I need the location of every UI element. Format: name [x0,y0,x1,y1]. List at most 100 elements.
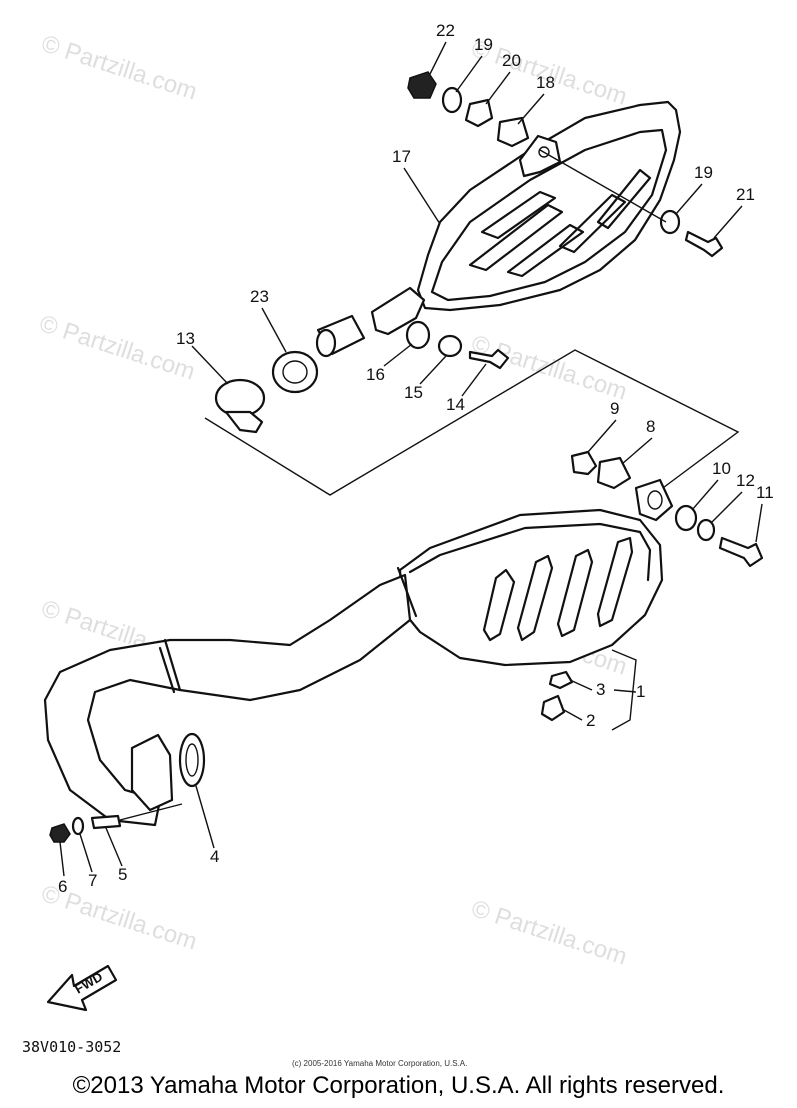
callout-22: 22 [436,21,455,40]
washer-10 [674,504,698,532]
silencer-inner-outline [430,128,668,302]
muffler-bracket-hole [647,490,663,510]
leader-19 [675,183,703,215]
callout-16: 16 [366,365,385,384]
leader-12 [711,491,743,523]
pipe-joint-ring [158,646,176,694]
callout-7: 7 [88,871,97,890]
callout-20: 20 [502,51,521,70]
leader-14 [461,363,487,397]
leader-10 [691,479,719,511]
outlet-pipe [370,286,426,336]
fwd-arrow-shape [46,964,118,1012]
leader-15 [419,355,447,385]
pipe-joint-ring [396,566,418,618]
washer-19-right [659,209,681,235]
grommet-16 [405,320,431,350]
small-copyright: (c) 2005-2016 Yamaha Motor Corporation, … [292,1059,467,1068]
leader-23 [261,307,287,353]
pipe-joint-ring [163,638,182,692]
leader-9 [587,419,617,453]
bracket-hole [538,146,550,158]
muffler-slot [482,568,516,642]
leader-line [119,803,183,821]
leader-3 [569,679,593,691]
washer-12 [696,518,716,542]
assembly-outline [204,349,740,506]
gasket-4 [178,732,206,788]
nut-6 [49,823,71,843]
muffler-slot [516,554,554,642]
bracket-line [611,649,637,731]
leader-7 [79,833,93,873]
nut-22 [407,71,437,99]
muffler-slot [556,548,594,638]
collar-9 [570,450,598,476]
watermark: © Partzilla.com [468,895,630,971]
silencer-rib [596,168,652,230]
silencer-rib [558,193,627,254]
lower-exhaust-group [43,450,764,843]
leader-18 [517,93,545,125]
watermark: © Partzilla.com [36,310,198,386]
leader-5 [105,827,123,867]
leader-11 [755,503,763,543]
callout-10: 10 [712,459,731,478]
leader-line [539,149,667,223]
collar-15 [437,334,463,358]
damper-8 [596,456,632,490]
silencer-rib [506,223,585,278]
leader-20 [485,71,511,105]
callout-17: 17 [392,147,411,166]
callout-1: 1 [636,682,645,701]
callout-23: 23 [250,287,269,306]
callout-15: 15 [404,383,423,402]
fwd-arrow: FWD [46,964,118,1012]
callout-13: 13 [176,329,195,348]
leader-6 [59,841,65,877]
washer-3 [548,670,574,690]
callout-3: 3 [596,680,605,699]
copyright-notice: ©2013 Yamaha Motor Corporation, U.S.A. A… [72,1072,725,1099]
washer-7 [71,816,85,836]
drawing-code: 38V010-3052 [22,1038,121,1056]
callout-19: 19 [694,163,713,182]
watermark: © Partzilla.com [468,330,630,406]
bolt-21 [684,230,724,258]
muffler-inner [408,522,652,582]
leader-2 [563,709,583,721]
leader-4 [195,785,215,849]
callout-19: 19 [474,35,493,54]
pipe-flange [130,733,174,812]
gasket-4-inner [185,743,199,777]
callout-14: 14 [446,395,465,414]
bolt-11 [718,536,764,568]
callout-12: 12 [736,471,755,490]
clamp-13-tab [224,410,264,434]
silencer-rib [468,203,564,272]
upper-silencer-group [315,100,682,358]
callout-8: 8 [646,417,655,436]
bolt-14 [468,348,510,370]
leader-19 [455,55,483,93]
washer-19 [441,86,463,114]
pipe-collar-end [315,328,337,358]
clamp-13 [214,378,266,418]
callout-4: 4 [210,847,219,866]
muffler-bracket [634,478,674,522]
gasket-23 [271,350,319,394]
callout-6: 6 [58,877,67,896]
leader-13 [191,345,229,385]
screw-2 [540,694,566,722]
callout-5: 5 [118,865,127,884]
watermark: © Partzilla.com [38,30,200,106]
silencer-rib [480,190,557,240]
callouts: 22 19 20 18 17 19 21 23 13 16 15 14 9 8 … [58,21,774,896]
callout-21: 21 [736,185,755,204]
leader-22 [429,41,447,75]
leader-line [613,689,637,693]
leader-17 [403,167,441,225]
stud-5 [90,814,122,830]
upper-hardware [214,71,724,434]
